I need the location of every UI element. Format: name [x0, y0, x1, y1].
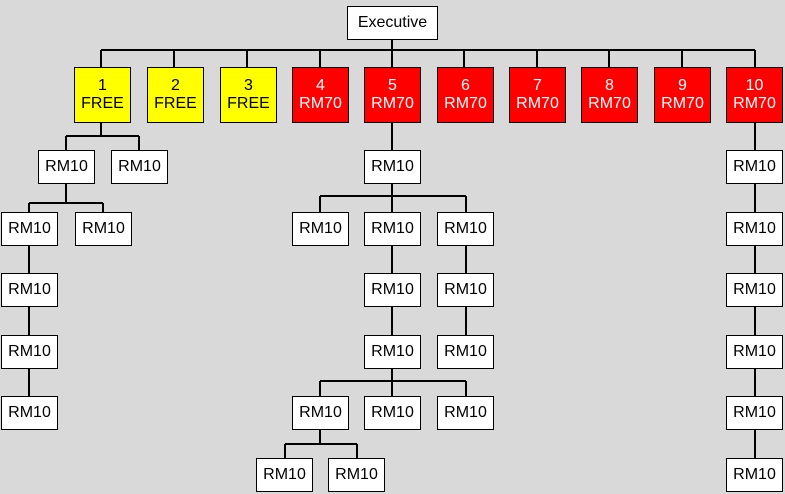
downline-label: RM10	[371, 404, 414, 421]
downline-label: RM10	[371, 158, 414, 175]
downline-node: RM10	[726, 150, 783, 184]
downline-node: RM10	[437, 335, 494, 369]
position-number: 8	[605, 77, 614, 94]
position-number: 6	[461, 77, 470, 94]
downline-label: RM10	[8, 343, 51, 360]
downline-node: RM10	[1, 273, 58, 307]
downline-node: RM10	[364, 212, 421, 246]
downline-node: RM10	[364, 273, 421, 307]
position-price: FREE	[227, 95, 270, 112]
executive-label: Executive	[357, 14, 428, 31]
position-price: RM70	[299, 95, 342, 112]
downline-node: RM10	[364, 335, 421, 369]
downline-node: RM10	[1, 212, 58, 246]
downline-label: RM10	[8, 404, 51, 421]
downline-node: RM10	[726, 335, 783, 369]
downline-label: RM10	[263, 466, 306, 483]
downline-node: RM10	[328, 458, 385, 492]
position-7-node: 7 RM70	[509, 67, 566, 123]
position-price: RM70	[444, 95, 487, 112]
downline-label: RM10	[45, 158, 88, 175]
downline-label: RM10	[371, 220, 414, 237]
position-number: 1	[98, 77, 107, 94]
downline-label: RM10	[371, 343, 414, 360]
downline-label: RM10	[82, 220, 125, 237]
downline-node: RM10	[364, 150, 421, 184]
downline-node: RM10	[292, 396, 349, 430]
downline-label: RM10	[733, 220, 776, 237]
downline-node: RM10	[256, 458, 313, 492]
downline-node: RM10	[726, 212, 783, 246]
downline-node: RM10	[437, 212, 494, 246]
downline-node: RM10	[292, 212, 349, 246]
downline-label: RM10	[8, 281, 51, 298]
downline-label: RM10	[444, 404, 487, 421]
position-number: 3	[244, 77, 253, 94]
downline-node: RM10	[1, 396, 58, 430]
position-price: RM70	[588, 95, 631, 112]
position-number: 7	[533, 77, 542, 94]
position-number: 4	[316, 77, 325, 94]
position-6-node: 6 RM70	[437, 67, 494, 123]
position-price: RM70	[661, 95, 704, 112]
position-price: FREE	[154, 95, 197, 112]
downline-node: RM10	[726, 273, 783, 307]
downline-label: RM10	[335, 466, 378, 483]
position-4-node: 4 RM70	[292, 67, 349, 123]
position-number: 2	[171, 77, 180, 94]
downline-label: RM10	[118, 158, 161, 175]
downline-label: RM10	[733, 404, 776, 421]
position-9-node: 9 RM70	[654, 67, 711, 123]
downline-label: RM10	[299, 220, 342, 237]
downline-node: RM10	[437, 273, 494, 307]
position-price: FREE	[81, 95, 124, 112]
downline-node: RM10	[38, 150, 95, 184]
downline-label: RM10	[733, 343, 776, 360]
downline-node: RM10	[364, 396, 421, 430]
position-2-node: 2 FREE	[147, 67, 204, 123]
downline-label: RM10	[299, 404, 342, 421]
downline-label: RM10	[733, 158, 776, 175]
downline-label: RM10	[733, 281, 776, 298]
position-price: RM70	[371, 95, 414, 112]
downline-node: RM10	[75, 212, 132, 246]
downline-label: RM10	[444, 343, 487, 360]
position-number: 5	[388, 77, 397, 94]
downline-node: RM10	[726, 458, 783, 492]
position-10-node: 10 RM70	[726, 67, 783, 123]
position-price: RM70	[516, 95, 559, 112]
downline-node: RM10	[437, 396, 494, 430]
position-number: 10	[745, 77, 764, 94]
downline-label: RM10	[733, 466, 776, 483]
downline-node: RM10	[1, 335, 58, 369]
downline-label: RM10	[444, 281, 487, 298]
position-5-node: 5 RM70	[364, 67, 421, 123]
position-3-node: 3 FREE	[220, 67, 277, 123]
position-8-node: 8 RM70	[581, 67, 638, 123]
downline-label: RM10	[8, 220, 51, 237]
downline-node: RM10	[726, 396, 783, 430]
downline-label: RM10	[444, 220, 487, 237]
downline-label: RM10	[371, 281, 414, 298]
position-1-node: 1 FREE	[74, 67, 131, 123]
executive-node: Executive	[347, 6, 438, 40]
position-price: RM70	[733, 95, 776, 112]
downline-node: RM10	[111, 150, 168, 184]
position-number: 9	[678, 77, 687, 94]
